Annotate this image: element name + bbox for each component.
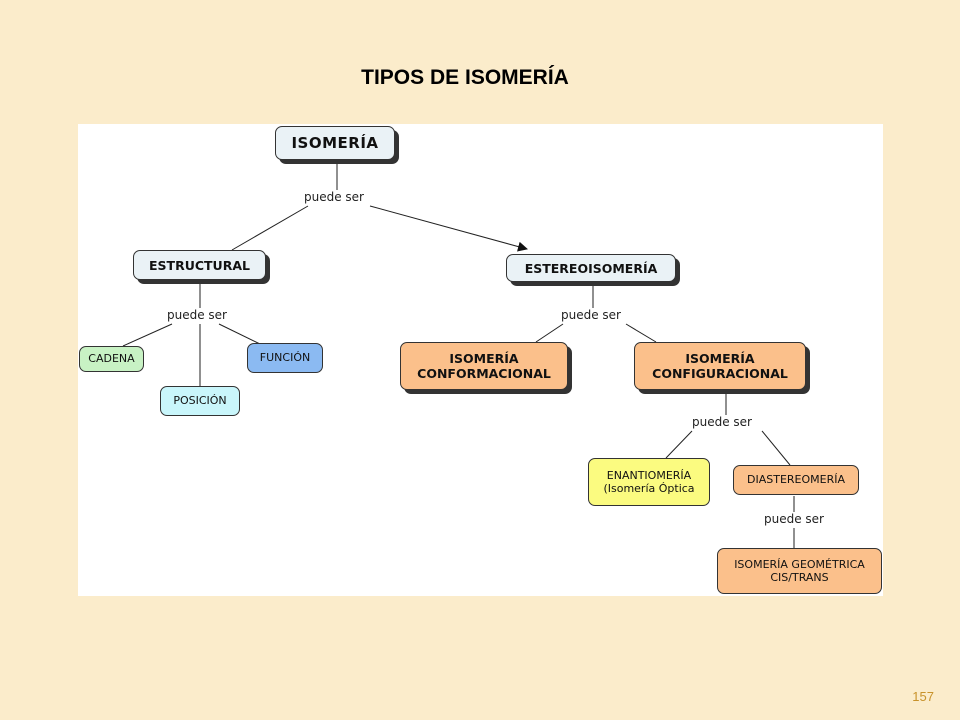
link-label-configuracional: puede ser [690,415,754,429]
connector-line [535,323,564,343]
link-label-estereoisomeria: puede ser [559,308,623,322]
node-funcion: FUNCIÓN [247,343,323,373]
concept-map: puede ser puede ser puede ser puede ser … [78,124,883,596]
node-label: CADENA [88,352,135,366]
node-label-line1: ENANTIOMERÍA [606,468,692,482]
node-label-line1: ISOMERÍA GEOMÉTRICA [734,557,865,571]
link-label-estructural: puede ser [165,308,229,322]
node-label-line1: ISOMERÍA [449,351,519,366]
node-label: ESTEREOISOMERÍA [524,260,658,276]
connector-line [218,323,261,345]
node-label: ESTRUCTURAL [149,257,250,273]
node-conformacional: ISOMERÍA CONFORMACIONAL [400,342,568,390]
node-label-line2: CONFIGURACIONAL [652,366,788,381]
link-label-isomeria: puede ser [302,190,366,204]
connector-line [665,430,693,459]
node-posicion: POSICIÓN [160,386,240,416]
node-estereoisomeria: ESTEREOISOMERÍA [506,254,676,282]
connector-line [369,205,528,252]
connector-line [625,323,657,343]
node-label: DIASTEREOMERÍA [747,473,845,487]
node-geometrica: ISOMERÍA GEOMÉTRICA CIS/TRANS [717,548,882,594]
node-label: ISOMERÍA [291,134,379,152]
page-number: 157 [912,689,934,704]
node-label-line2: CONFORMACIONAL [417,366,551,381]
node-label: POSICIÓN [173,394,227,408]
connector-line [122,323,173,347]
node-diastereomeria: DIASTEREOMERÍA [733,465,859,495]
node-label-line2: CIS/TRANS [770,571,829,584]
node-label-line2: (Isomería Óptica [603,482,695,495]
link-label-diastereomeria: puede ser [762,512,826,526]
node-enantiomeria: ENANTIOMERÍA (Isomería Óptica [588,458,710,506]
node-isomeria: ISOMERÍA [275,126,395,160]
page-title: TIPOS DE ISOMERÍA [361,66,569,89]
node-label-line1: ISOMERÍA [685,351,755,366]
node-label: FUNCIÓN [259,351,311,365]
connector-line [761,430,791,466]
connector-line [231,205,309,251]
connector-lines [122,162,795,548]
node-estructural: ESTRUCTURAL [133,250,266,280]
node-cadena: CADENA [79,346,144,372]
node-configuracional: ISOMERÍA CONFIGURACIONAL [634,342,806,390]
